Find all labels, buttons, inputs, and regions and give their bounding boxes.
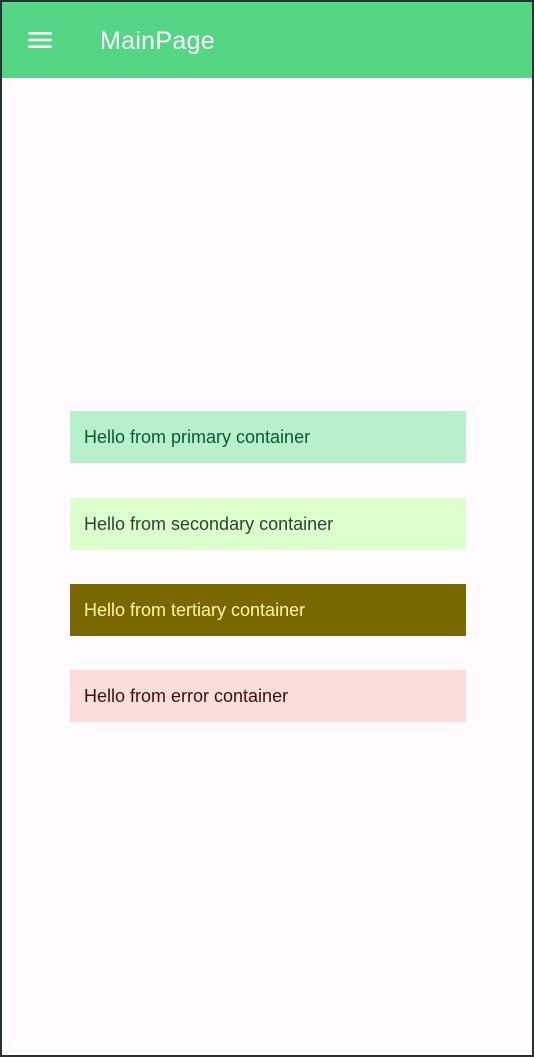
top-app-bar: MainPage [2, 2, 532, 78]
primary-container-label: Hello from primary container [84, 426, 311, 447]
secondary-container: Hello from secondary container [70, 498, 466, 550]
menu-button[interactable] [24, 24, 56, 56]
tertiary-container: Hello from tertiary container [70, 584, 466, 636]
primary-container: Hello from primary container [70, 411, 466, 463]
error-container-label: Hello from error container [84, 685, 289, 706]
page-title: MainPage [100, 27, 215, 55]
tertiary-container-label: Hello from tertiary container [84, 599, 306, 620]
secondary-container-label: Hello from secondary container [84, 513, 334, 534]
error-container: Hello from error container [70, 670, 466, 722]
menu-icon [28, 32, 52, 48]
